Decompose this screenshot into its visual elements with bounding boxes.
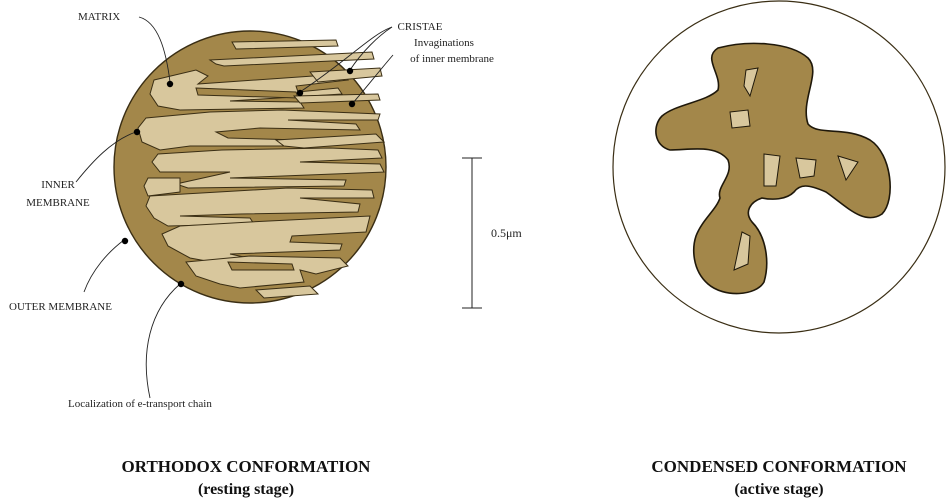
condensed-title: CONDENSED CONFORMATION [651, 457, 907, 476]
orthodox-mitochondrion [114, 31, 386, 303]
outer-membrane-dot [122, 238, 128, 244]
matrix-label: MATRIX [78, 11, 120, 23]
inner-membrane-label-line1: INNER [41, 179, 75, 191]
orthodox-title: ORTHODOX CONFORMATION [122, 457, 372, 476]
cristae-dot-3 [349, 101, 355, 107]
captions: ORTHODOX CONFORMATION (resting stage) CO… [122, 457, 908, 498]
orthodox-subtitle: (resting stage) [198, 481, 294, 498]
localization-label: Localization of e-transport chain [68, 398, 212, 410]
localization-leader [146, 284, 180, 398]
scale-bar-label: 0.5μm [491, 226, 522, 240]
scale-bar: 0.5μm [462, 158, 522, 308]
inner-membrane-label-line2: MEMBRANE [26, 197, 90, 209]
cristae-dot-2 [347, 68, 353, 74]
matrix-dot [167, 81, 173, 87]
localization-dot [178, 281, 184, 287]
condensed-mitochondrion [613, 1, 945, 333]
cristae-label: CRISTAE [398, 21, 443, 33]
outer-membrane-leader [84, 240, 124, 292]
condensed-crista [796, 158, 816, 178]
cristae-desc-line1: Invaginations [414, 37, 474, 49]
inner-membrane-dot [134, 129, 140, 135]
outer-membrane-label: OUTER MEMBRANE [9, 301, 112, 313]
cristae-desc-line2: of inner membrane [410, 53, 494, 65]
cristae-dot-1 [297, 90, 303, 96]
condensed-subtitle: (active stage) [734, 481, 823, 498]
condensed-crista [730, 110, 750, 128]
crista [232, 40, 338, 49]
